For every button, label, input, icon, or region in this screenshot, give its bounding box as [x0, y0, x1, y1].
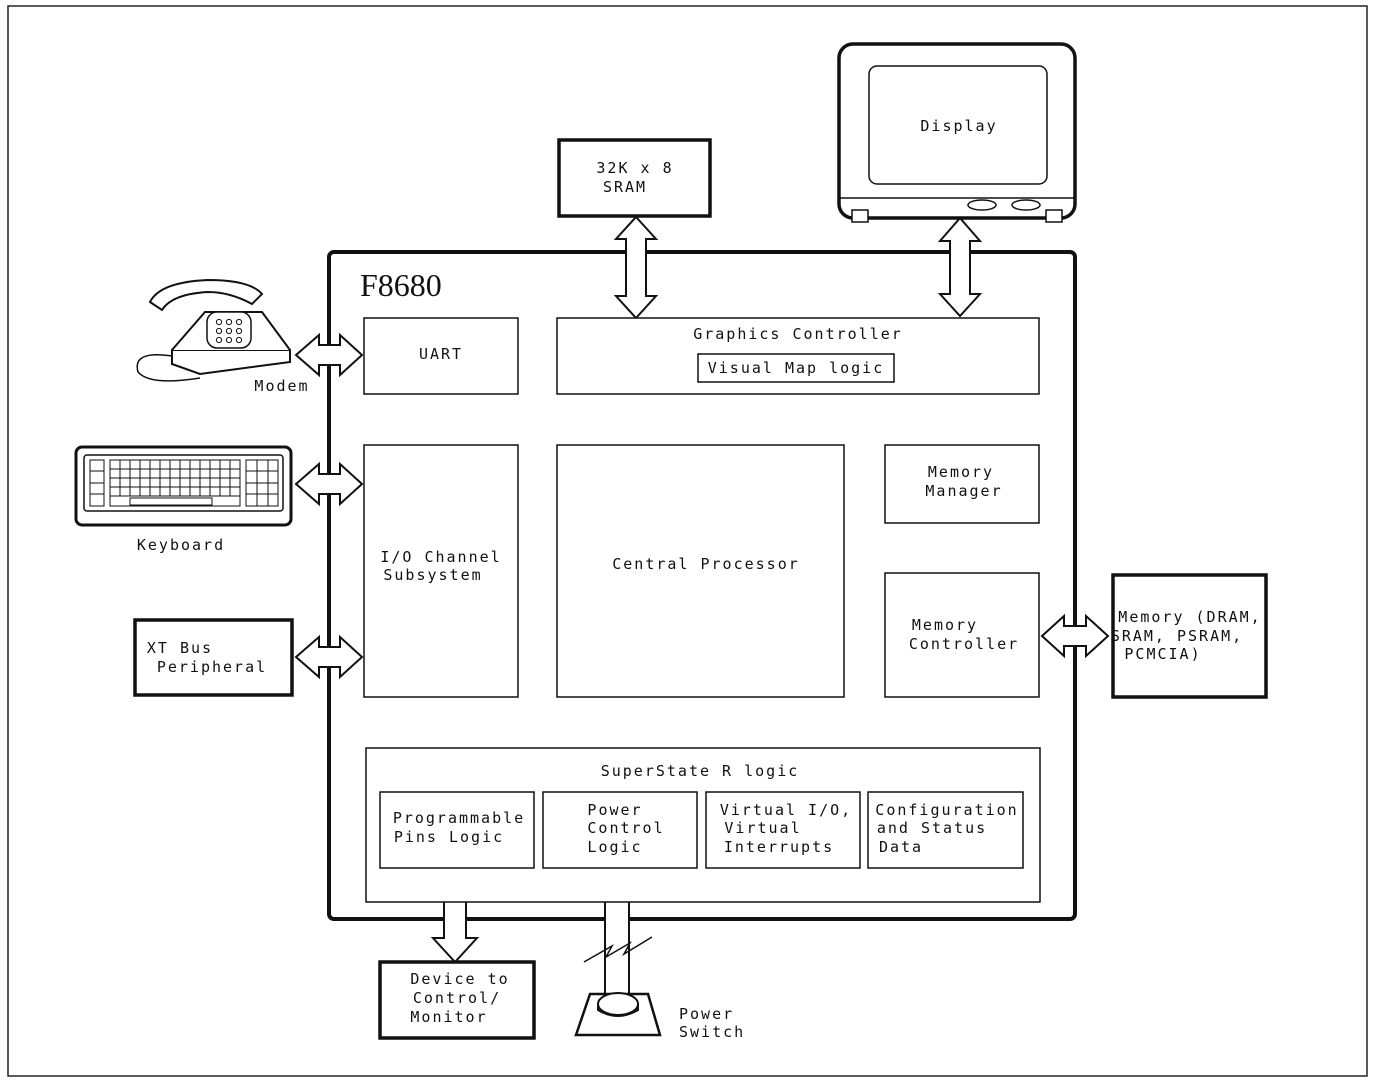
- visual-map-logic-label: Visual Map logic: [708, 359, 885, 377]
- external-memory-line-3: PCMCIA): [1124, 645, 1201, 663]
- device-line-3: Monitor: [410, 1008, 487, 1026]
- programmable-pins-line-1: Programmable: [393, 809, 525, 827]
- central-processor-label: Central Processor: [612, 555, 800, 573]
- config-status-line-1: Configuration: [875, 801, 1018, 819]
- memory-controller-line-1: Memory: [912, 616, 978, 634]
- virtual-io-line-2: Virtual: [724, 819, 801, 837]
- graphics-controller-label: Graphics Controller: [693, 325, 903, 343]
- telephone-modem-icon: [137, 280, 290, 381]
- device-line-1: Device to: [410, 970, 509, 988]
- memory-manager-line-2: Manager: [925, 482, 1002, 500]
- device-line-2: Control/: [413, 989, 501, 1007]
- memory-controller-line-2: Controller: [909, 635, 1019, 653]
- modem-label: Modem: [254, 377, 309, 395]
- sram-line-1: 32K x 8: [596, 159, 673, 177]
- programmable-pins-line-2: Pins Logic: [394, 828, 504, 846]
- power-switch-line-1: Power: [679, 1005, 734, 1023]
- config-status-line-2: and Status: [877, 819, 987, 837]
- config-status-line-3: Data: [879, 838, 923, 856]
- chip-title: F8680: [360, 267, 442, 303]
- io-channel-line-2: Subsystem: [383, 566, 482, 584]
- virtual-io-line-1: Virtual I/O,: [720, 801, 852, 819]
- display-label: Display: [920, 117, 997, 135]
- external-memory-line-2: SRAM, PSRAM,: [1111, 627, 1243, 645]
- uart-label: UART: [419, 345, 463, 363]
- power-control-line-3: Logic: [587, 838, 642, 856]
- sram-line-2: SRAM: [603, 178, 647, 196]
- power-control-line-2: Control: [587, 819, 664, 837]
- power-switch-icon: [576, 993, 660, 1035]
- io-channel-line-1: I/O Channel: [380, 548, 501, 566]
- xt-bus-line-1: XT Bus: [147, 639, 213, 657]
- external-memory-line-1: Memory (DRAM,: [1118, 608, 1261, 626]
- power-switch-line-2: Switch: [679, 1023, 745, 1041]
- power-control-line-1: Power: [587, 801, 642, 819]
- superstate-logic-label: SuperState R logic: [601, 762, 800, 780]
- virtual-io-line-3: Interrupts: [724, 838, 834, 856]
- xt-bus-line-2: Peripheral: [157, 658, 267, 676]
- keyboard-label: Keyboard: [137, 536, 225, 554]
- memory-manager-line-1: Memory: [928, 463, 994, 481]
- keyboard-icon: [76, 447, 291, 525]
